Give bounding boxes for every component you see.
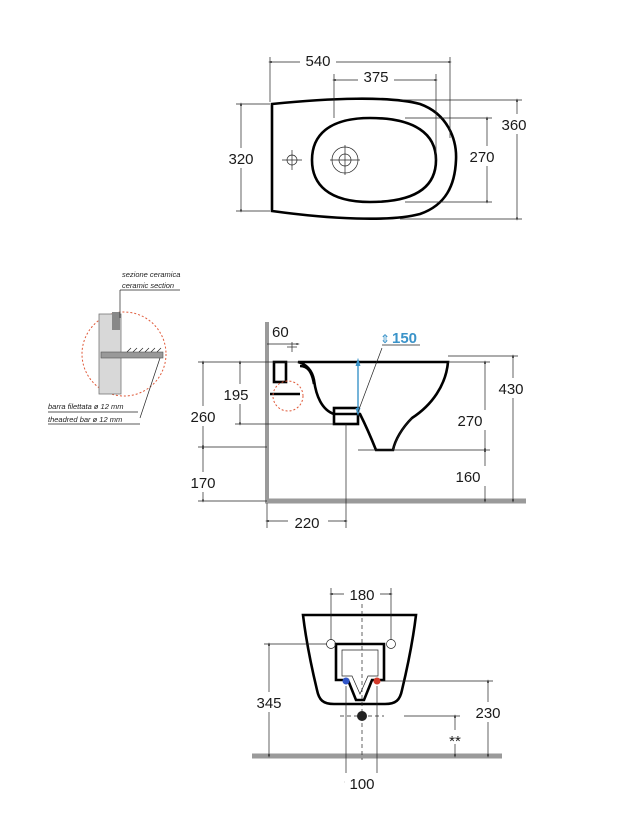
dim-lower-height: 170 <box>190 475 215 492</box>
cold-inlet-icon <box>342 677 350 685</box>
bidet-inner-front <box>334 642 386 702</box>
note-section-en: ceramic section <box>122 281 174 290</box>
mounting-hole-right <box>386 639 396 649</box>
dim-inlet-height: 345 <box>256 695 281 712</box>
note-section-it: sezione ceramica <box>122 270 180 279</box>
dim-bowl-length: 375 <box>363 69 388 86</box>
bidet-outline-top <box>270 97 458 220</box>
side-view: 60 ⇕ 150 195 260 170 430 270 <box>48 270 534 532</box>
dim-flush-height: 150 <box>392 330 417 347</box>
dim-top-width: 540 <box>305 53 330 70</box>
dim-bolt-spacing: 180 <box>349 587 374 604</box>
dim-mounting-height: 260 <box>190 409 215 426</box>
note-bar-it: barra filettata ø 12 mm <box>48 402 123 411</box>
dim-wall-offset: 60 <box>272 324 289 341</box>
dim-overall-depth: 360 <box>501 117 526 134</box>
ceramic-section-detail: sezione ceramica ceramic section barra f… <box>48 270 180 425</box>
dim-inner-height: 270 <box>457 413 482 430</box>
flush-height-indicator-icon: ⇕ <box>380 332 390 346</box>
detail-enlarged-circle <box>81 311 167 397</box>
detail-callout-circle <box>272 380 304 412</box>
dim-outlet-height: 160 <box>455 469 480 486</box>
dim-bowl-depth: 270 <box>469 149 494 166</box>
hot-inlet-icon <box>373 677 381 685</box>
dim-rim-height: 430 <box>498 381 523 398</box>
note-bar-en: theadred bar ø 12 mm <box>48 415 122 424</box>
dim-outlet-height-front: 230 <box>475 705 500 722</box>
top-view: 540 375 320 360 270 <box>222 50 536 221</box>
note-mark: ** <box>449 733 461 750</box>
dim-outlet-spacing: 100 <box>349 776 374 793</box>
bidet-outline-front <box>301 613 418 706</box>
dim-projection: 220 <box>294 515 319 532</box>
dim-bolt-height: 195 <box>223 387 248 404</box>
bidet-profile-side <box>297 360 450 452</box>
mounting-hole-left <box>326 639 336 649</box>
front-view: 180 345 230 ** 100 <box>250 584 508 793</box>
dim-front-depth: 320 <box>228 151 253 168</box>
